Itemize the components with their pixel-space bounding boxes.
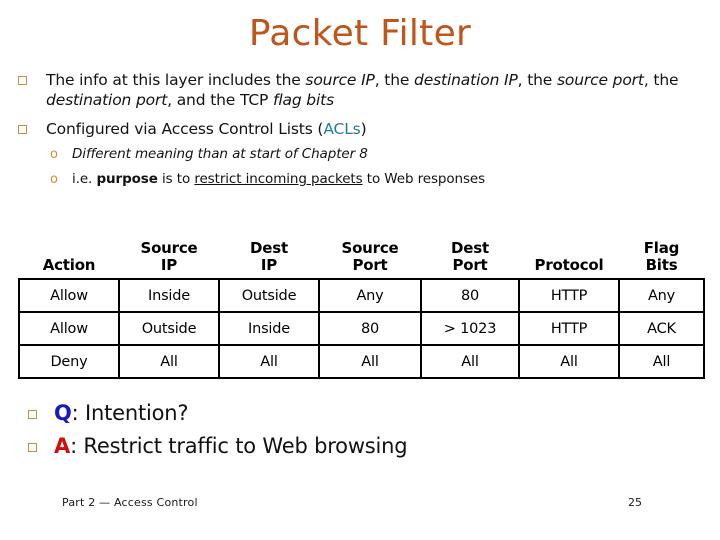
cell-flag-bits: Any xyxy=(618,278,705,313)
cell-dest-port: > 1023 xyxy=(420,311,520,346)
question-letter: Q xyxy=(54,401,72,425)
bullet-list: The info at this layer includes the sour… xyxy=(14,70,714,195)
header-line2: IP xyxy=(260,256,278,274)
qa-item-answer: A: Restrict traffic to Web browsing xyxy=(28,433,688,460)
text-run: , the xyxy=(374,71,415,89)
square-bullet-icon xyxy=(28,404,54,423)
cell-source-ip: Outside xyxy=(118,311,220,346)
bullet-item-acl-text: Configured via Access Control Lists (ACL… xyxy=(46,119,714,139)
qa-item-question-text: Q: Intention? xyxy=(54,400,189,427)
header-line1: Dest xyxy=(250,239,288,257)
qa-item-answer-text: A: Restrict traffic to Web browsing xyxy=(54,433,408,460)
qa-item-question: Q: Intention? xyxy=(28,400,688,427)
text-run-italic: source IP xyxy=(305,71,375,89)
circle-bullet-icon: o xyxy=(50,147,58,162)
cell-protocol: HTTP xyxy=(518,278,620,313)
header-line2: Port xyxy=(352,256,388,274)
table-row: Allow Outside Inside 80 > 1023 HTTP ACK xyxy=(18,311,705,346)
cell-action: Deny xyxy=(18,344,120,379)
cell-source-ip: All xyxy=(118,344,220,379)
qa-list: Q: Intention? A: Restrict traffic to Web… xyxy=(28,400,688,466)
header-line2: Protocol xyxy=(534,256,604,274)
bullet-item-acl: Configured via Access Control Lists (ACL… xyxy=(14,119,714,139)
page-title: Packet Filter xyxy=(248,13,472,54)
cell-action: Allow xyxy=(18,311,120,346)
text-run: The info at this layer includes the xyxy=(46,71,306,89)
text-run: , the xyxy=(517,71,557,89)
text-run: is to xyxy=(157,171,195,187)
square-bullet-icon xyxy=(14,70,46,90)
text-run: ) xyxy=(360,120,367,138)
cell-dest-port: 80 xyxy=(420,278,520,313)
cell-flag-bits: ACK xyxy=(618,311,705,346)
footer-label: Part 2 — Access Control xyxy=(62,496,198,509)
text-run: : Restrict traffic to Web browsing xyxy=(70,434,408,458)
answer-letter: A xyxy=(54,434,71,458)
sub-bullet-list: o Different meaning than at start of Cha… xyxy=(14,145,714,189)
header-line1: Source xyxy=(140,239,198,257)
table-row: Deny All All All All All All xyxy=(18,344,705,379)
cell-dest-ip: Inside xyxy=(218,311,320,346)
acl-link: ACLs xyxy=(323,120,361,138)
header-line2: IP xyxy=(160,256,178,274)
header-line2: Action xyxy=(42,256,96,274)
cell-flag-bits: All xyxy=(618,344,705,379)
text-run: : Intention? xyxy=(71,401,189,425)
header-line2: Port xyxy=(452,256,488,274)
sub-bullet-item-purpose: o i.e. purpose is to restrict incoming p… xyxy=(50,170,714,189)
cell-source-port: 80 xyxy=(318,311,422,346)
table-body: Allow Inside Outside Any 80 HTTP Any All… xyxy=(18,278,705,379)
text-run: , the xyxy=(643,71,679,89)
header-line1: Dest xyxy=(451,239,489,257)
table-row: Allow Inside Outside Any 80 HTTP Any xyxy=(18,278,705,313)
square-bullet-icon xyxy=(14,119,46,139)
text-run-bold: purpose xyxy=(96,171,158,187)
square-bullet-icon xyxy=(28,437,54,456)
text-run: i.e. xyxy=(72,171,97,187)
cell-dest-ip: All xyxy=(218,344,320,379)
text-run-italic: destination port xyxy=(46,91,168,109)
cell-protocol: All xyxy=(518,344,620,379)
text-run-underline: restrict incoming packets xyxy=(194,171,363,187)
cell-dest-port: All xyxy=(420,344,520,379)
sub-bullet-item-purpose-text: i.e. purpose is to restrict incoming pac… xyxy=(72,170,714,189)
cell-dest-ip: Outside xyxy=(218,278,320,313)
page-number: 25 xyxy=(628,496,642,509)
text-run-italic: flag bits xyxy=(273,91,335,109)
bullet-item-info-text: The info at this layer includes the sour… xyxy=(46,70,714,110)
cell-source-port: Any xyxy=(318,278,422,313)
cell-source-port: All xyxy=(318,344,422,379)
cell-source-ip: Inside xyxy=(118,278,220,313)
text-run: Configured via Access Control Lists ( xyxy=(46,120,324,138)
text-run-italic: source port xyxy=(556,71,644,89)
cell-protocol: HTTP xyxy=(518,311,620,346)
sub-bullet-item-chapter: o Different meaning than at start of Cha… xyxy=(50,145,714,164)
header-line1: Source xyxy=(341,239,399,257)
header-line2: Bits xyxy=(645,256,678,274)
table-header-protocol: Protocol xyxy=(519,218,619,279)
cell-action: Allow xyxy=(18,278,120,313)
text-run: to Web responses xyxy=(362,171,486,187)
table-header-action: Action xyxy=(19,218,119,279)
text-run: , and the TCP xyxy=(167,91,274,109)
bullet-item-info: The info at this layer includes the sour… xyxy=(14,70,714,110)
text-run-italic: destination IP xyxy=(414,71,518,89)
sub-bullet-item-chapter-text: Different meaning than at start of Chapt… xyxy=(72,146,368,162)
circle-bullet-icon: o xyxy=(50,172,58,187)
header-line1: Flag xyxy=(643,239,680,257)
